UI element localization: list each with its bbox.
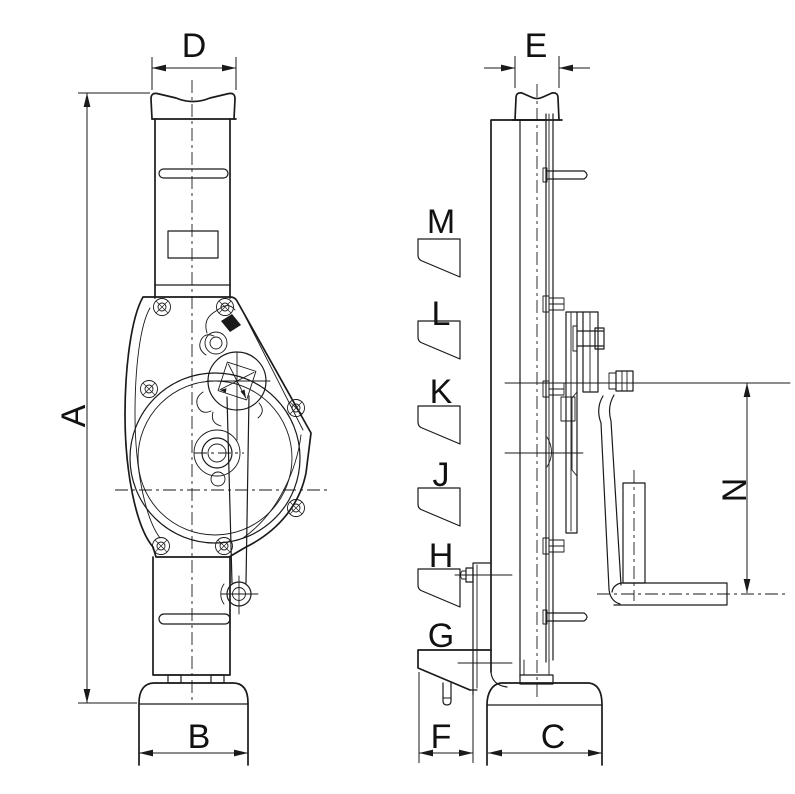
dim-label-base-depth: C: [541, 718, 566, 756]
dimension-B: B: [139, 718, 248, 757]
flag-label-k: K: [430, 373, 453, 411]
flag-j: [417, 487, 461, 527]
gear-housing-front: [115, 296, 330, 558]
dim-label-base-width: B: [188, 718, 211, 756]
dim-label-claw-depth: F: [431, 718, 452, 756]
dim-label-saddle-depth: E: [525, 27, 548, 65]
flag-k: [417, 405, 461, 445]
crank-arm-front: [220, 395, 259, 615]
upper-column-front: [154, 118, 231, 299]
dimension-N: N: [504, 382, 791, 593]
dimension-E: E: [484, 27, 590, 88]
dimension-F: F: [418, 672, 474, 763]
base-front: [138, 682, 249, 766]
hub-front: [193, 429, 241, 487]
flag-label-m: M: [427, 203, 455, 241]
side-view: [417, 84, 789, 766]
pawl-grip: [221, 314, 241, 332]
claw-slide: [454, 562, 513, 696]
flag-h: [417, 568, 461, 608]
flag-l: [417, 320, 461, 360]
crank-handle-side: [597, 394, 789, 606]
flag-label-l: L: [432, 295, 451, 333]
flag-m: [417, 238, 461, 278]
column-side: [490, 113, 554, 688]
dimension-C: C: [488, 718, 602, 757]
dim-label-crank-reach: N: [716, 478, 754, 503]
claw-position-flags: M L K J H G: [417, 203, 461, 655]
housing-bolts: [140, 298, 305, 555]
dimension-D: D: [151, 27, 237, 90]
rack-pin-lower: [542, 609, 588, 625]
lower-column-front: [152, 556, 231, 684]
front-view: [115, 80, 330, 766]
claw-toe: [417, 649, 513, 706]
rack-pin-upper: [542, 167, 588, 183]
mechanism-side: [504, 311, 634, 534]
base-side: [486, 682, 603, 766]
dim-label-overall-height: A: [55, 404, 93, 427]
dimension-A: A: [55, 92, 150, 704]
dim-label-saddle-width: D: [182, 27, 207, 65]
claw-label-g: G: [428, 617, 454, 655]
flag-label-j: J: [433, 456, 450, 494]
ratchet-mechanism: [196, 305, 271, 441]
saddle-cap-front: [150, 92, 237, 120]
